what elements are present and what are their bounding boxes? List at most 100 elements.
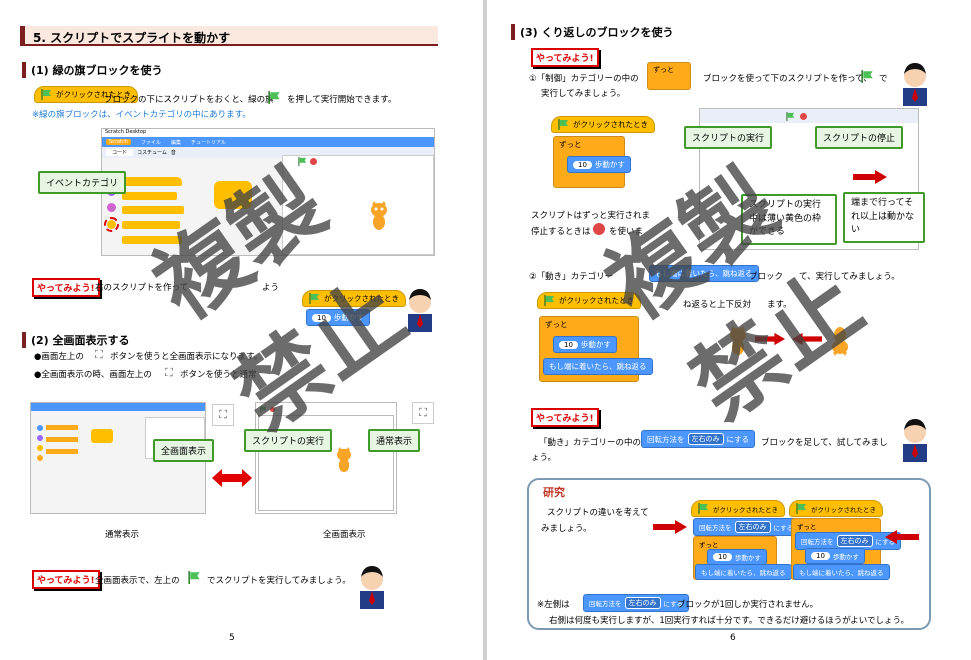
yatte2-tail: でスクリプトを実行してみましょう。 — [207, 576, 351, 586]
label-normal: 通常表示 — [105, 530, 140, 540]
q3a: 「動き」カテゴリーの中の — [539, 438, 642, 448]
hat-label: がクリックされたとき — [324, 294, 399, 303]
teacher-avatar — [903, 63, 927, 106]
arrow-left-icon — [885, 530, 919, 544]
green-flag-icon — [544, 295, 554, 306]
tab-costume[interactable]: コスチューム — [137, 150, 167, 156]
section-title: 5. スクリプトでスプライトを動かす — [20, 26, 438, 46]
forever-label: ずっと — [545, 320, 568, 329]
scratch-logo: Scratch — [106, 139, 131, 145]
callout-fullscreen: 全画面表示 — [153, 439, 215, 462]
q3b: ブロックを足して、試してみまし — [761, 438, 888, 448]
event-category-highlight — [104, 217, 119, 232]
subheading-green-flag: (1) 緑の旗ブロックを使う — [22, 62, 163, 78]
tab-sound[interactable]: 音 — [170, 150, 176, 156]
stop-icon[interactable] — [800, 113, 807, 120]
scratch-cat-icon — [337, 447, 351, 473]
subheading-repeat: (3) くり返しのブロックを使う — [511, 24, 674, 40]
bounce-label: もし端に着いたら、跳ね返る — [655, 269, 753, 278]
hat-label: がクリックされたとき — [573, 120, 648, 129]
green-flag-block: がクリックされたとき — [789, 500, 883, 517]
try-badge: やってみよう! — [32, 278, 100, 297]
green-flag-block: がクリックされたとき — [34, 86, 138, 103]
fullscreen-icon: ⛶ — [95, 348, 103, 361]
scratch-cat-flipped-icon — [832, 327, 848, 356]
bounce-block: もし端に着いたら、跳ね返る — [695, 564, 792, 580]
palette-block — [122, 236, 182, 244]
bullet2a: ●全画面表示の時、画面左上の — [34, 370, 152, 380]
callout-event-category: イベントカテゴリ — [38, 171, 127, 194]
page-5: 5. スクリプトでスプライトを動かす (1) 緑の旗ブロックを使う がクリックさ… — [0, 0, 483, 660]
para1c: を使いま — [609, 227, 644, 237]
scratch-cat-icon — [371, 201, 387, 230]
category-events — [107, 220, 116, 229]
line1b: を押して実行開始できます。 — [287, 95, 397, 105]
move-label: 歩動かす — [333, 313, 364, 322]
green-flag-icon — [268, 91, 280, 104]
rotation-suffix: にする — [726, 434, 750, 444]
rotation-dropdown[interactable]: 左右のみ — [836, 535, 873, 547]
palette-block — [122, 177, 182, 186]
hat-label: がクリックされたとき — [811, 505, 876, 514]
green-flag-block-label: がクリックされたとき — [56, 90, 131, 99]
green-flag-icon — [188, 571, 200, 584]
editor-tabs: コード コスチューム 音 — [102, 147, 434, 158]
q1c: で — [879, 74, 888, 84]
double-arrow-icon — [212, 469, 252, 487]
q2e: ます。 — [767, 300, 792, 310]
q2b: ブロック — [749, 272, 784, 282]
move-block: 10 歩動かす — [707, 549, 767, 565]
menu-file[interactable]: ファイル — [140, 139, 161, 146]
green-flag-icon[interactable] — [786, 112, 796, 121]
green-flag-icon[interactable] — [298, 157, 308, 166]
q2a: ②「動き」カテゴリー — [529, 272, 614, 282]
rotation-suffix: にする — [773, 524, 794, 532]
stage — [282, 155, 434, 255]
tab-code[interactable]: コード — [106, 149, 134, 156]
q3c: ょう。 — [531, 453, 556, 463]
move-steps: 10 — [713, 553, 732, 561]
rotation-suffix: にする — [663, 600, 684, 608]
arrow-left-icon — [792, 332, 822, 346]
menu-tutorial[interactable]: チュートリアル — [190, 139, 226, 146]
bounce-block: もし端に着いたら、跳ね返る — [793, 564, 890, 580]
bounce-label: もし端に着いたら、跳ね返る — [799, 569, 884, 577]
rotation-dropdown[interactable]: 左右のみ — [734, 521, 771, 533]
menu-edit[interactable]: 編集 — [170, 139, 181, 146]
callout-normal-view: 通常表示 — [368, 429, 421, 452]
green-flag-icon — [309, 293, 319, 304]
para1a: スクリプトはずっと実行されま — [531, 211, 651, 221]
note1a: ※左側は — [537, 600, 570, 610]
normal-view-button[interactable]: ⛶ — [412, 402, 434, 424]
callout-script-run: スクリプトの実行 — [684, 126, 773, 149]
stop-icon[interactable] — [310, 158, 317, 165]
try-badge: やってみよう! — [531, 48, 599, 67]
subheading-fullscreen: (2) 全画面表示する — [22, 332, 130, 348]
page-number: 5 — [229, 633, 235, 643]
arrow-right-icon — [653, 520, 687, 534]
rotation-dropdown[interactable]: 左右のみ — [624, 597, 661, 609]
forever-block-sample: ずっと — [647, 62, 691, 90]
arrow-right-icon — [755, 332, 785, 346]
callout-script-stop: スクリプトの停止 — [815, 126, 904, 149]
para1b: 停止するときは — [531, 227, 591, 237]
editor-menubar: Scratch ファイル 編集 チュートリアル — [102, 137, 434, 147]
script-area-block — [214, 181, 252, 209]
palette-block — [122, 221, 180, 229]
editor-title: Scratch Desktop — [102, 129, 434, 137]
forever-label: ずっと — [797, 523, 817, 531]
q1b: ブロックを使って下のスクリプトを作って、 — [703, 74, 872, 84]
rotation-label: 回転方法を — [699, 524, 732, 532]
try-badge: やってみよう! — [32, 570, 100, 589]
note1b: ブロックが1回しか実行されません。 — [677, 600, 819, 610]
rotation-dropdown[interactable]: 左右のみ — [687, 433, 724, 445]
move-steps: 10 — [312, 313, 331, 322]
move-label: 歩動かす — [832, 553, 859, 561]
move-block: 10 歩動かす — [306, 309, 370, 326]
hat-label: がクリックされたとき — [559, 296, 634, 305]
editor-screenshot: Scratch Desktop Scratch ファイル 編集 チュートリアル … — [101, 128, 435, 256]
study-text2: みましょう。 — [541, 524, 592, 534]
fullscreen-button[interactable]: ⛶ — [212, 404, 234, 426]
forever-label: ずっと — [699, 541, 719, 549]
forever-label: ずっと — [559, 140, 582, 149]
